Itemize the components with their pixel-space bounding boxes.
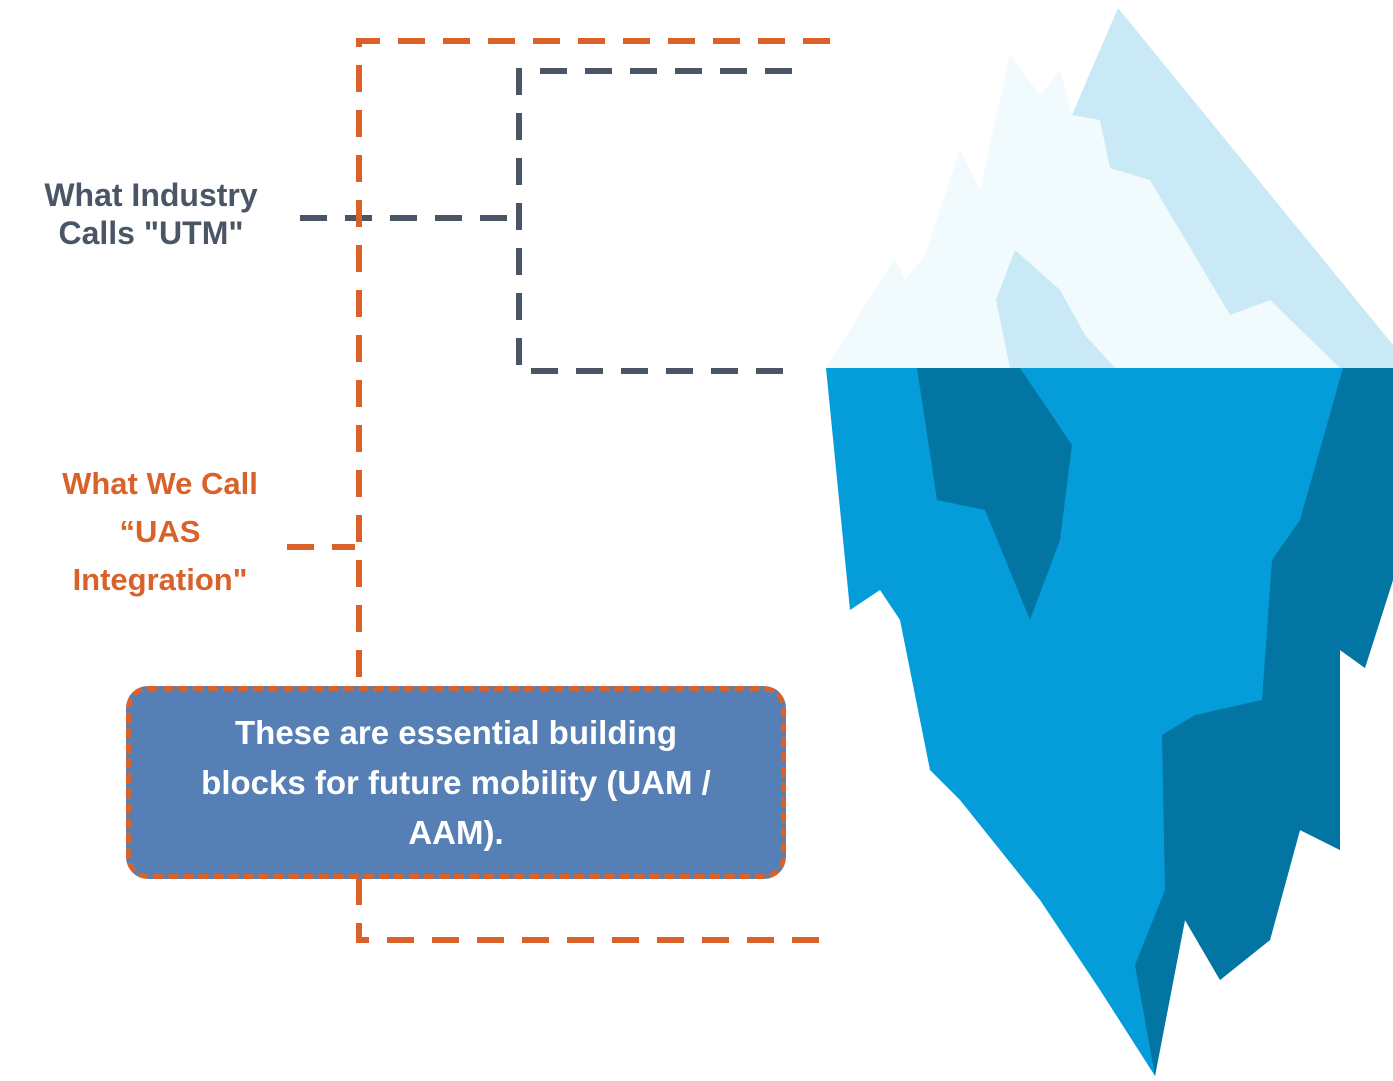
- uas-bracket: [287, 38, 830, 943]
- iceberg-tip-shade-lower: [996, 250, 1115, 368]
- note-callout: These are essential building blocks for …: [126, 686, 786, 879]
- uas-integration-label: What We Call “UAS Integration": [62, 466, 258, 597]
- iceberg-tip-shade: [1072, 8, 1393, 368]
- iceberg-underwater-shade-left: [917, 368, 1072, 620]
- utm-label: What Industry Calls "UTM": [44, 177, 258, 251]
- note-text: These are essential building blocks for …: [201, 713, 711, 851]
- utm-bracket-outline: [516, 68, 800, 374]
- iceberg-icon: [826, 8, 1393, 1076]
- uas-bracket-lower: [356, 878, 830, 943]
- utm-bracket: [300, 68, 800, 374]
- iceberg-underwater-shade-right: [1135, 368, 1393, 1076]
- uas-bracket-outline: [356, 38, 830, 688]
